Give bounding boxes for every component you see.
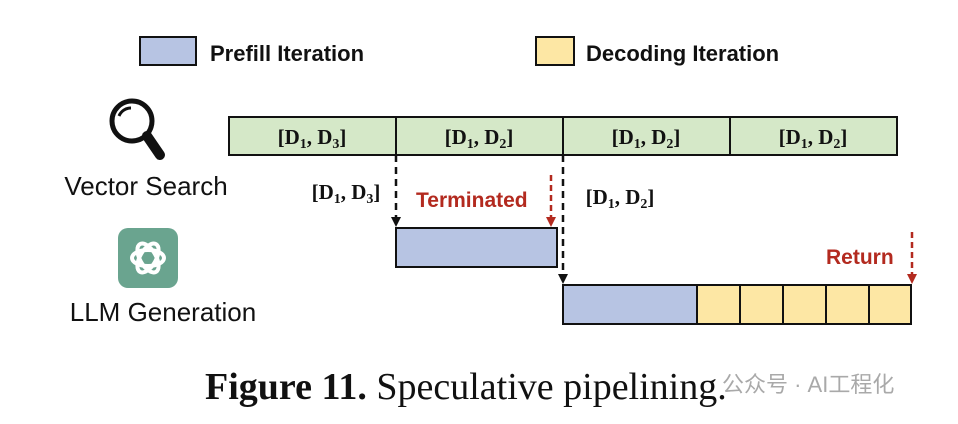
magnifier-icon (109, 98, 165, 160)
dispatch-label-1: [D1, D3] (312, 180, 381, 207)
legend: Prefill Iteration Decoding Iteration (139, 36, 779, 66)
dispatch-label-2: [D1, D2] (586, 185, 655, 212)
watermark: 公众号 · AI工程化 (722, 372, 894, 397)
search-segment (395, 116, 564, 156)
decoding-step (868, 284, 912, 325)
terminated-label: Terminated (416, 189, 528, 212)
llm-prefill (562, 284, 698, 325)
figure-caption: Figure 11. Speculative pipelining. (205, 366, 727, 408)
llm-prefill-terminated (395, 227, 558, 268)
vector-search-label: Vector Search (64, 171, 227, 201)
decoding-step (696, 284, 741, 325)
search-segment-label: [D1, D2] (445, 125, 514, 152)
legend-prefill-swatch (139, 36, 197, 66)
return-annotation: Return (826, 232, 917, 284)
decoding-step (739, 284, 784, 325)
search-segment (729, 116, 898, 156)
return-label: Return (826, 246, 894, 269)
legend-decoding-swatch (535, 36, 575, 66)
llm-generation-label: LLM Generation (70, 297, 256, 327)
legend-prefill-label: Prefill Iteration (210, 41, 364, 66)
search-segment (228, 116, 397, 156)
llm-generation-timeline (562, 284, 912, 325)
vector-search-timeline: [D1, D3] [D1, D2] [D1, D2] [D1, D2] (228, 116, 898, 156)
legend-decoding-label: Decoding Iteration (586, 41, 779, 66)
terminated-annotation: Terminated (416, 175, 556, 227)
decoding-step (782, 284, 827, 325)
openai-logo-icon (118, 228, 178, 288)
decoding-step (825, 284, 870, 325)
